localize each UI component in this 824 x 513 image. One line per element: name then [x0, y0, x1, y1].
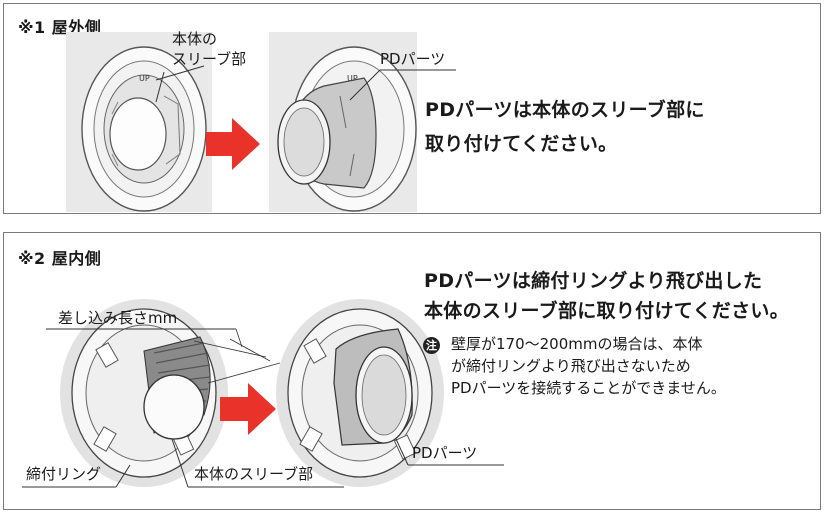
- up-mark-right: UP: [347, 74, 358, 83]
- note-line1: 壁厚が170～200mmの場合は、本体: [451, 335, 703, 353]
- indoor-instruction-line1: PDパーツは締付リングより飛び出した: [424, 270, 763, 292]
- tightening-ring-label: 締付リング: [26, 465, 102, 483]
- indoor-heading: ※2 屋内側: [18, 249, 102, 268]
- note-line3: PDパーツを接続することができません。: [451, 379, 726, 397]
- sleeve-label-indoor: 本体のスリーブ部: [194, 465, 314, 483]
- indoor-illustration: [22, 299, 504, 488]
- caution-icon: 注: [423, 337, 440, 354]
- up-mark-left: UP: [139, 74, 150, 83]
- sleeve-label-line2: スリーブ部: [172, 50, 247, 68]
- right-arrow-icon: [206, 118, 260, 170]
- pd-parts-label-indoor: PDパーツ: [412, 444, 478, 462]
- indoor-side-panel: ※2 屋内側: [3, 232, 821, 510]
- indoor-instruction-line2: 本体のスリーブ部に取り付けてください。: [424, 300, 789, 322]
- outdoor-instruction-line1: PDパーツは本体のスリーブ部に: [425, 99, 705, 121]
- outdoor-side-panel: ※1 屋外側 UP UP 本体の スリーブ部 PDパーツ PDパーツは本体のスリ…: [3, 3, 821, 214]
- outdoor-illustration: UP UP: [66, 32, 456, 212]
- note-line2: が締付リングより飛び出さないため: [451, 357, 691, 375]
- right-arrow-icon-2: [220, 383, 276, 435]
- sleeve-label-line1: 本体の: [172, 30, 218, 48]
- outdoor-instruction-line2: 取り付けてください。: [425, 133, 618, 155]
- insert-length-label: 差し込み長さmm: [58, 309, 178, 327]
- pd-parts-label-outdoor: PDパーツ: [380, 50, 446, 68]
